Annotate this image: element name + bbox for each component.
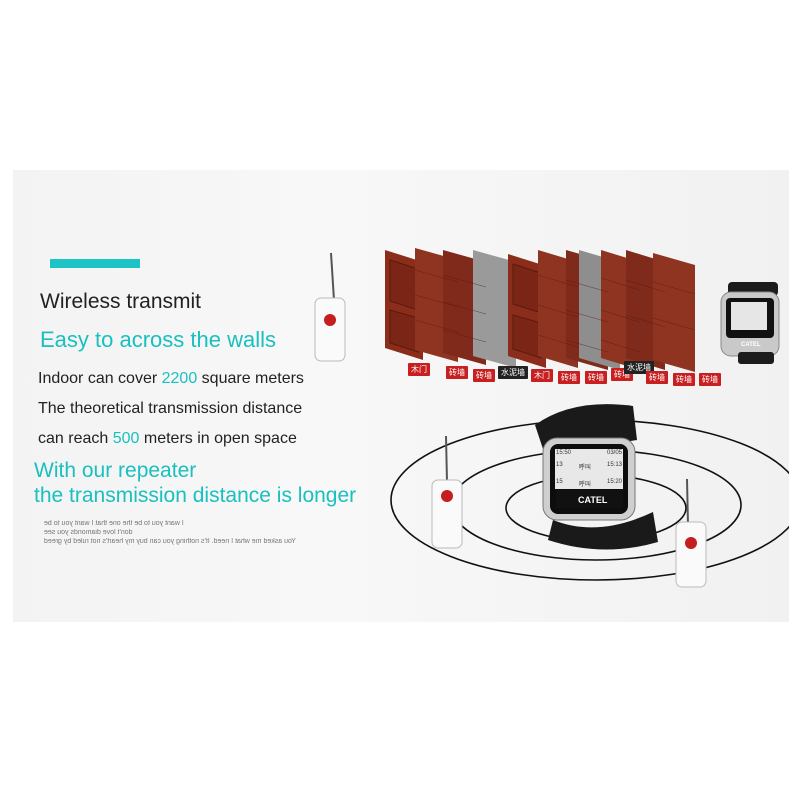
subheading: Easy to across the walls: [40, 327, 276, 352]
distance-value-line: can reach 500 meters in open space: [38, 430, 297, 447]
wall-label: 砖墙: [558, 371, 580, 384]
heading: Wireless transmit: [40, 290, 202, 313]
wall-label: 木门: [531, 369, 553, 382]
mirrored-text-1: I want you to be the one that I want you…: [44, 520, 184, 527]
repeater-line-2: the transmission distance is longer: [34, 484, 357, 507]
wall-label: 砖墙: [473, 369, 495, 382]
distance-value: 500: [112, 430, 140, 447]
wall-label: 水泥墙: [624, 361, 654, 374]
wooden-door-1: [385, 250, 423, 360]
mirrored-text-2: don't love diamonds you see: [44, 529, 133, 536]
wall-label: 水泥墙: [498, 366, 528, 379]
transmitter-button-left: [431, 435, 463, 549]
wrist-pager-large: [535, 404, 658, 550]
distance-line: The theoretical transmission distance: [38, 400, 303, 417]
walls-row: [385, 248, 696, 372]
wall-label: 木门: [408, 363, 430, 376]
concrete-wall-1: [473, 250, 516, 368]
brick-wall-7: [653, 253, 695, 372]
product-banner: Wireless transmit Easy to across the wal…: [13, 170, 789, 622]
repeater-line-1: With our repeater: [34, 459, 197, 482]
wooden-door-2: [508, 254, 546, 368]
wrist-pager-small: [720, 282, 780, 364]
watch-brand-large: CATEL: [578, 495, 608, 505]
wall-label: 砖墙: [646, 371, 668, 384]
wall-label: 砖墙: [699, 373, 721, 386]
transmitter-button-right: [675, 478, 707, 588]
transmitter-button-top: [314, 252, 346, 362]
coverage-line: Indoor can cover 2200 square meters: [38, 370, 304, 387]
wall-label: 砖墙: [585, 371, 607, 384]
illustration-layer: [314, 248, 789, 588]
coverage-value: 2200: [161, 370, 198, 387]
wall-label: 砖墙: [446, 366, 468, 379]
wall-label: 砖墙: [673, 373, 695, 386]
mirrored-text-3: You asked me what I need. It's nothing y…: [44, 538, 296, 545]
watch-brand-small: CATEL: [741, 342, 761, 348]
accent-bar: [50, 259, 140, 268]
